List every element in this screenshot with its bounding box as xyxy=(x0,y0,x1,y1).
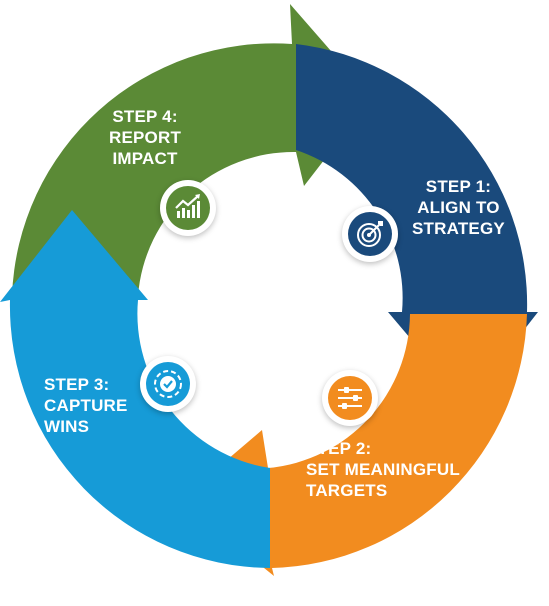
step4-line-2: IMPACT xyxy=(112,149,178,168)
step2-line-1: SET MEANINGFUL xyxy=(306,460,460,479)
step3-arrow-segment xyxy=(0,210,270,568)
step2-label: STEP 2: SET MEANINGFUL TARGETS xyxy=(306,438,460,501)
step1-title: STEP 1: xyxy=(425,177,492,196)
step4-label: STEP 4: REPORT IMPACT xyxy=(109,106,181,169)
step2-icon-circle xyxy=(328,376,372,420)
step1-icon-badge xyxy=(342,206,398,262)
step3-icon-badge xyxy=(140,356,196,412)
step3-line-2: WINS xyxy=(44,417,90,436)
check-badge-icon xyxy=(154,370,182,398)
sliders-icon xyxy=(338,387,362,409)
step3-label: STEP 3: CAPTURE WINS xyxy=(44,374,128,437)
step4-icon-circle xyxy=(166,186,210,230)
step1-line-2: STRATEGY xyxy=(412,219,505,238)
step3-line-1: CAPTURE xyxy=(44,396,128,415)
step3-title: STEP 3: xyxy=(44,375,110,394)
step4-arrow-segment xyxy=(12,4,372,296)
growth-chart-icon xyxy=(175,194,200,218)
step4-line-1: REPORT xyxy=(109,128,182,147)
step1-line-1: ALIGN TO xyxy=(417,198,500,217)
step2-title: STEP 2: xyxy=(306,439,372,458)
target-icon xyxy=(357,221,383,247)
step2-line-2: TARGETS xyxy=(306,481,388,500)
step4-title: STEP 4: xyxy=(112,107,178,126)
step3-icon-circle xyxy=(146,362,190,406)
step1-label: STEP 1: ALIGN TO STRATEGY xyxy=(412,176,505,239)
step2-icon-badge xyxy=(322,370,378,426)
step1-icon-circle xyxy=(348,212,392,256)
step4-icon-badge xyxy=(160,180,216,236)
